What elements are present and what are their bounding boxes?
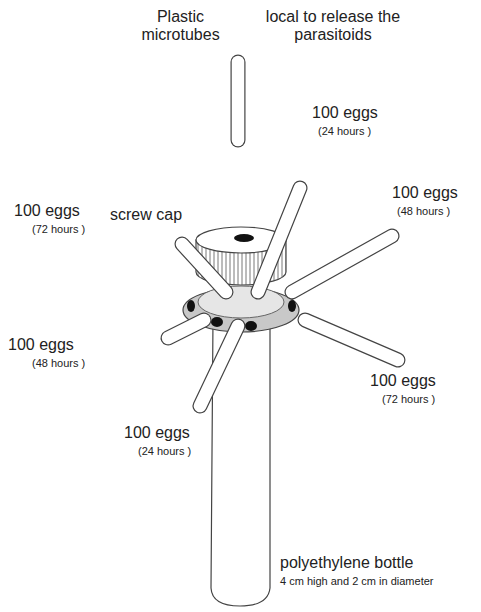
egg-count: 100 eggs: [392, 184, 477, 202]
part-label: Plastic microtubes: [133, 8, 228, 45]
egg-count: 100 eggs: [124, 424, 224, 442]
lid-hole: [288, 300, 296, 312]
time-label: (72 hours ): [382, 393, 472, 406]
part-label: local to release the parasitoids: [258, 8, 408, 45]
egg-count: 100 eggs: [8, 336, 108, 354]
part-label: screw cap: [110, 206, 200, 224]
time-label: (48 hours ): [32, 357, 132, 370]
egg-count: 100 eggs: [312, 104, 412, 122]
lid-hole: [187, 300, 195, 312]
lid-hole: [245, 321, 257, 331]
egg-count: 100 eggs: [370, 372, 470, 390]
time-label: (72 hours ): [32, 223, 132, 236]
lid-dome: [198, 286, 284, 318]
part-label: polyethylene bottle: [280, 554, 470, 572]
time-label: (24 hours ): [138, 445, 238, 458]
lid-hole: [211, 317, 223, 327]
dimension-label: 4 cm high and 2 cm in diameter: [280, 575, 475, 588]
egg-count: 100 eggs: [14, 202, 114, 220]
time-label: (24 hours ): [318, 125, 418, 138]
time-label: (48 hours ): [397, 205, 477, 218]
